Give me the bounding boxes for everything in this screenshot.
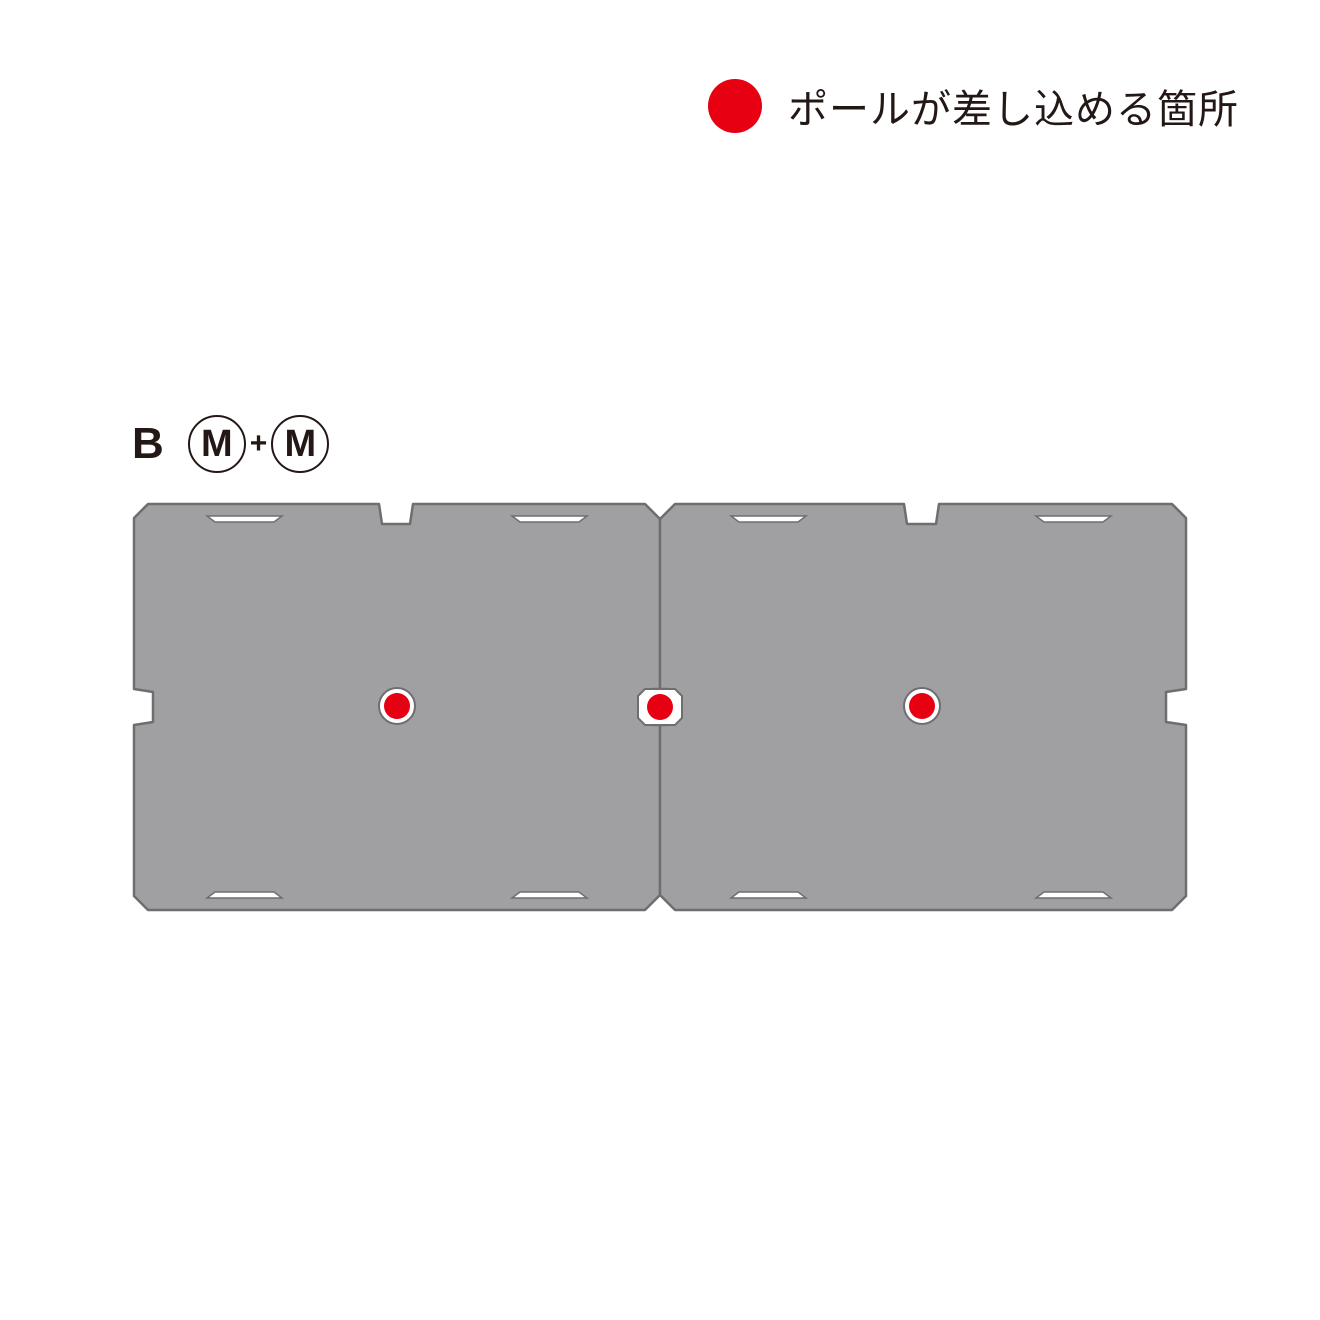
pole-point-right-center — [903, 687, 941, 725]
slot — [728, 891, 809, 899]
plus-sign: + — [249, 427, 268, 460]
slot — [1033, 891, 1114, 899]
pole-point-left-center — [378, 687, 416, 725]
legend-label: ポールが差し込める箇所 — [788, 87, 1239, 133]
legend-marker-icon — [708, 79, 762, 133]
slot — [1033, 515, 1114, 523]
size-badge-1: M — [187, 415, 246, 473]
slot — [509, 891, 590, 899]
size-badge-2: M — [271, 415, 330, 473]
configuration-label: B M + M — [132, 414, 330, 474]
slot — [204, 891, 285, 899]
slot — [204, 515, 285, 523]
slot — [728, 515, 809, 523]
slot — [509, 515, 590, 523]
pole-point-joint — [647, 694, 673, 720]
legend: ポールが差し込める箇所 — [708, 78, 1239, 134]
configuration-code: B — [132, 419, 164, 468]
